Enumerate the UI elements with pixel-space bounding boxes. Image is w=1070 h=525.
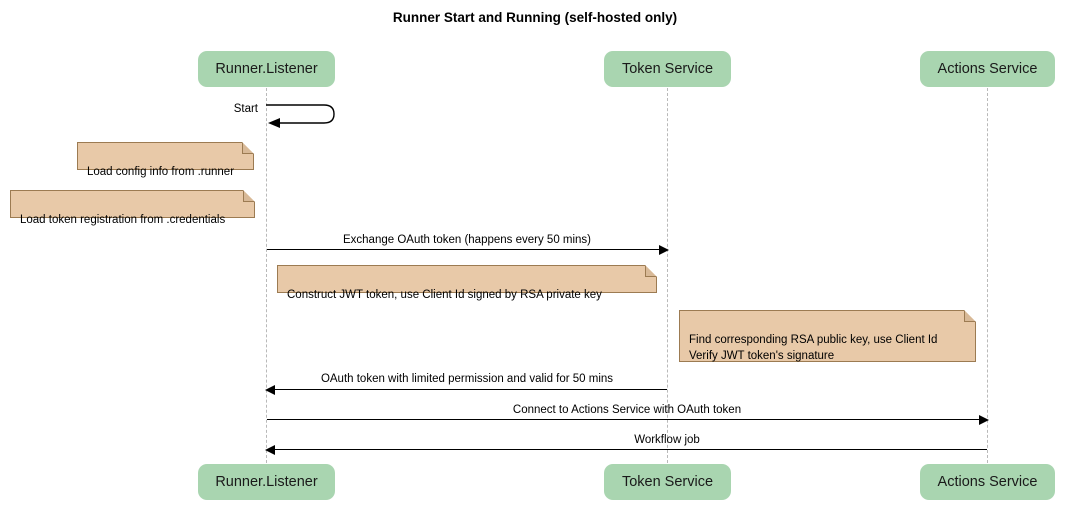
note-text: Construct JWT token, use Client Id signe…	[287, 289, 602, 301]
message-label-oauth-token-response: OAuth token with limited permission and …	[320, 373, 614, 385]
message-start-selfloop	[266, 101, 340, 129]
message-label-connect-actions-service: Connect to Actions Service with OAuth to…	[512, 404, 742, 416]
note-text: Load token registration from .credential…	[20, 214, 226, 226]
participant-label: Token Service	[621, 61, 714, 77]
message-label-workflow-job: Workflow job	[634, 434, 700, 446]
participant-runner-bottom[interactable]: Runner.Listener	[198, 464, 335, 500]
note-verify-jwt-signature: Find corresponding RSA public key, use C…	[679, 310, 976, 362]
arrowhead-right-icon	[979, 414, 989, 425]
note-load-config: Load config info from .runner	[77, 142, 254, 178]
page-title: Runner Start and Running (self-hosted on…	[392, 10, 678, 25]
participant-runner-top[interactable]: Runner.Listener	[198, 51, 335, 87]
message-line-oauth-token-response	[275, 389, 667, 390]
message-line-workflow-job	[275, 449, 987, 450]
lifeline-token	[667, 88, 668, 463]
participant-actions-bottom[interactable]: Actions Service	[920, 464, 1055, 500]
note-construct-jwt-token: Construct JWT token, use Client Id signe…	[277, 265, 657, 301]
message-label-exchange-oauth-token: Exchange OAuth token (happens every 50 m…	[342, 234, 592, 246]
message-label-start: Start	[233, 103, 258, 115]
message-line-connect-actions-service	[267, 419, 979, 420]
arrowhead-right-icon	[659, 244, 669, 255]
note-load-token-registration: Load token registration from .credential…	[10, 190, 255, 226]
lifeline-actions	[987, 88, 988, 463]
note-text: Find corresponding RSA public key, use C…	[689, 334, 938, 362]
participant-label: Token Service	[621, 474, 714, 490]
arrowhead-left-icon	[265, 384, 275, 395]
participant-token-bottom[interactable]: Token Service	[604, 464, 731, 500]
participant-label: Runner.Listener	[215, 61, 318, 77]
message-line-exchange-oauth-token	[267, 249, 659, 250]
arrowhead-left-icon	[265, 444, 275, 455]
participant-token-top[interactable]: Token Service	[604, 51, 731, 87]
participant-label: Runner.Listener	[215, 474, 318, 490]
participant-label: Actions Service	[937, 61, 1038, 77]
note-text: Load config info from .runner	[87, 166, 235, 178]
participant-actions-top[interactable]: Actions Service	[920, 51, 1055, 87]
lifeline-runner	[266, 88, 267, 463]
participant-label: Actions Service	[937, 474, 1038, 490]
